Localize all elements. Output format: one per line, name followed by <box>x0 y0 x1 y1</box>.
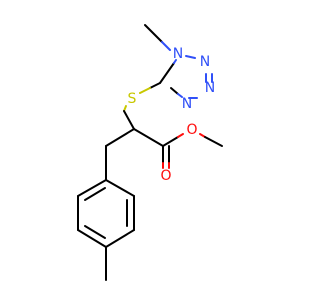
atom-n2: N <box>200 54 210 70</box>
bond-ester-o-methyl-b <box>204 136 223 147</box>
bond-s-ch-b <box>123 110 135 130</box>
bond-ring-6 <box>105 179 135 197</box>
bond-n1-n2 <box>185 55 196 59</box>
bond-carbonyl-ester-o-b <box>177 133 184 138</box>
bond-ring-inner-1 <box>84 187 106 201</box>
bond-c5-n1-b <box>173 59 177 64</box>
molecule-structure: N N N N S O O <box>0 0 300 300</box>
bond-ring-3 <box>77 229 107 248</box>
atom-n3: N <box>205 80 215 96</box>
bond-ring-4 <box>105 229 135 248</box>
bond-n4-c5-b <box>177 93 183 98</box>
atom-n4: N <box>182 96 192 112</box>
bond-ring-1 <box>77 179 107 197</box>
bond-n4-c5-a <box>170 87 179 95</box>
bond-lines <box>77 24 223 281</box>
bond-methyl-n1-n <box>161 41 171 51</box>
atom-s: S <box>128 91 137 107</box>
atom-o-carbonyl: O <box>160 168 171 184</box>
bond-ch-carbonyl <box>133 128 164 147</box>
bond-c5-s-a <box>149 82 161 89</box>
bond-c5-s-b <box>139 87 151 94</box>
bond-c5-n1-a <box>159 62 175 84</box>
atom-o-ester: O <box>186 122 197 138</box>
canvas-background <box>0 0 300 300</box>
atom-labels: N N N N S O O <box>128 46 216 184</box>
bond-ch-ch2 <box>105 128 135 147</box>
atom-n1: N <box>173 46 183 62</box>
bond-carbonyl-ester-o-a <box>162 136 179 147</box>
bond-methyl-n1 <box>144 24 163 43</box>
bond-ring-inner-2 <box>84 225 106 239</box>
